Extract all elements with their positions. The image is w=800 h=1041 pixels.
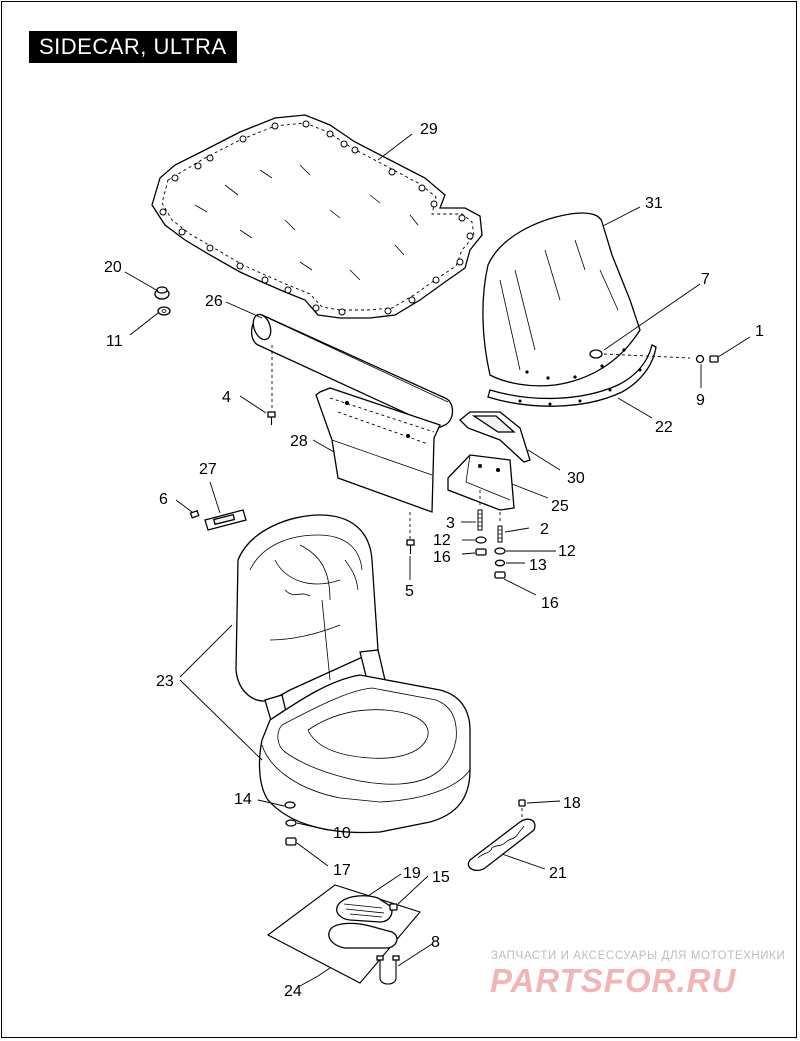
- callout-27: 27: [199, 461, 217, 478]
- lower-bracket: [447, 454, 515, 511]
- callout-22: 22: [655, 419, 673, 436]
- bushing-7: [589, 349, 603, 359]
- hinge-plate: [204, 509, 247, 531]
- windshield-trim: [487, 344, 657, 407]
- stud-3: [477, 509, 483, 531]
- page-title: SIDECAR, ULTRA: [29, 31, 237, 63]
- callout-28: 28: [290, 433, 308, 450]
- callout-23: 23: [156, 673, 174, 690]
- grommet: [154, 286, 170, 300]
- bolt-4: [267, 411, 276, 425]
- washer-14: [284, 801, 296, 809]
- watermark: ЗАПЧАСТИ И АКСЕССУАРЫ ДЛЯ МОТОТЕХНИКИ PA…: [490, 950, 785, 999]
- pedal-base: [328, 922, 398, 949]
- nut-16a: [475, 548, 487, 556]
- callout-31: 31: [645, 195, 663, 212]
- kit-outline: [266, 884, 421, 984]
- callout-9: 9: [696, 392, 705, 409]
- callout-10: 10: [333, 825, 351, 842]
- screw-1: [709, 355, 719, 363]
- callout-12-left: 12: [433, 532, 451, 549]
- callout-29: 29: [420, 121, 438, 138]
- leader-lines: [124, 133, 751, 987]
- callout-13: 13: [529, 557, 547, 574]
- callout-16-right: 16: [541, 595, 559, 612]
- upper-bracket: [459, 411, 531, 463]
- callout-7: 7: [701, 271, 710, 288]
- callout-6: 6: [159, 491, 168, 508]
- watermark-tagline: ЗАПЧАСТИ И АКСЕССУАРЫ ДЛЯ МОТОТЕХНИКИ: [491, 950, 785, 962]
- washer-10: [285, 819, 297, 827]
- callout-18: 18: [563, 795, 581, 812]
- callout-12-right: 12: [558, 543, 576, 560]
- callout-25: 25: [551, 498, 569, 515]
- pedal-pad: [336, 895, 393, 923]
- callout-17: 17: [333, 862, 351, 879]
- seat: [235, 514, 471, 834]
- callout-15: 15: [432, 869, 450, 886]
- storage-pocket: [315, 387, 441, 513]
- callout-20: 20: [104, 259, 122, 276]
- windshield: [470, 212, 641, 387]
- callout-30: 30: [567, 470, 585, 487]
- watermark-logo: PARTSFOR.RU: [490, 962, 736, 999]
- callout-11: 11: [106, 333, 123, 350]
- footrest-pad: [467, 818, 536, 872]
- screw-18: [518, 799, 526, 807]
- callout-2: 2: [540, 521, 549, 538]
- nut-9: [695, 354, 705, 364]
- callout-8: 8: [431, 934, 440, 951]
- callout-4: 4: [222, 389, 231, 406]
- callout-labels: 29 31 20 11 26 7 1 9 4 22 28 30 27 6 25 …: [104, 121, 764, 1000]
- u-bolt: [376, 955, 400, 985]
- callout-1: 1: [755, 323, 764, 340]
- washer-11: [157, 306, 171, 316]
- callout-3: 3: [446, 515, 455, 532]
- callout-14: 14: [234, 791, 252, 808]
- screw-6: [189, 509, 200, 519]
- callout-21: 21: [549, 865, 567, 882]
- tonneau-cover: [151, 114, 483, 319]
- nut-17: [285, 837, 297, 846]
- callout-5: 5: [405, 583, 414, 600]
- stud-2: [497, 525, 503, 543]
- armrest-pad: [251, 313, 454, 429]
- callout-16-left: 16: [433, 549, 451, 566]
- nut-16b: [494, 571, 506, 579]
- callout-19: 19: [403, 865, 421, 882]
- pedal-stud: [389, 903, 398, 911]
- washer-12b: [494, 547, 506, 555]
- screw-axis: [603, 353, 691, 359]
- bolt-5: [406, 539, 415, 554]
- callout-24: 24: [284, 983, 302, 1000]
- washer-12a: [475, 536, 487, 544]
- callout-26: 26: [205, 293, 223, 310]
- washer-13: [494, 559, 506, 567]
